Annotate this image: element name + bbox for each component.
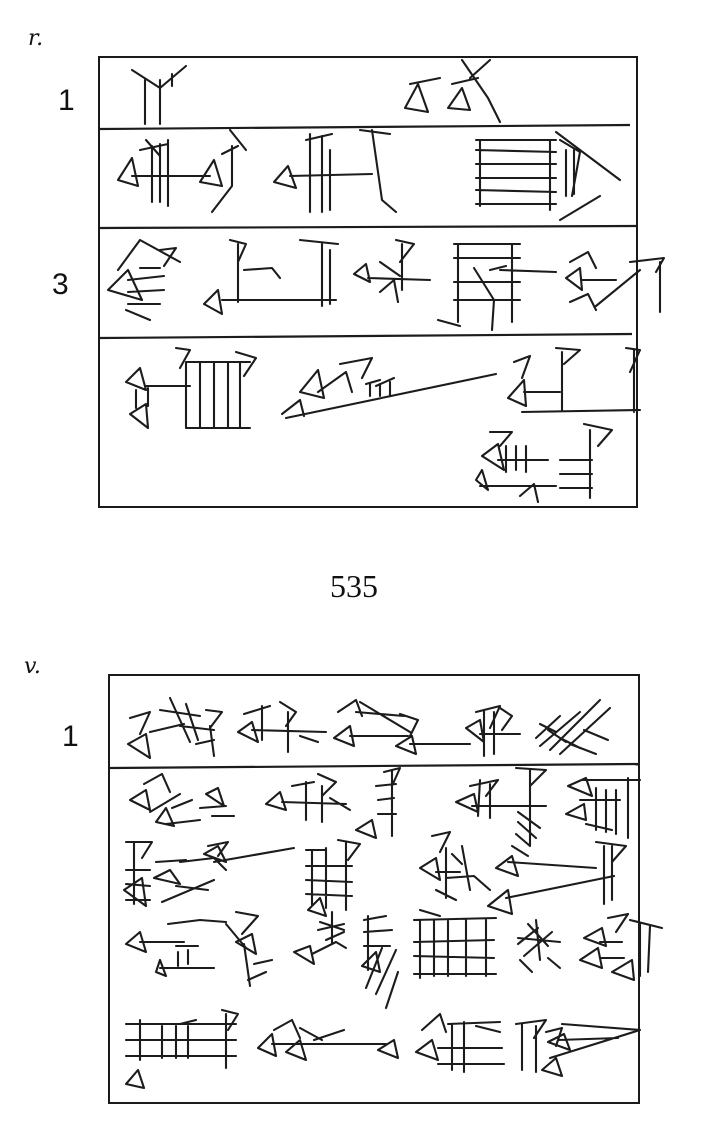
reverse-line-4-signs bbox=[124, 908, 664, 1010]
obverse-line-4-signs bbox=[124, 346, 642, 504]
reverse-line-2-signs bbox=[128, 766, 642, 858]
reverse-side-label: v. bbox=[24, 654, 41, 679]
reverse-line-number-1: 1 bbox=[62, 720, 79, 753]
reverse-rule-1 bbox=[109, 762, 641, 770]
reverse-line-3-signs bbox=[122, 830, 628, 918]
obverse-line-1-signs bbox=[130, 58, 502, 126]
obverse-side-label: r. bbox=[28, 26, 44, 51]
obverse-rule-1 bbox=[99, 123, 631, 131]
reverse-ruling-lines bbox=[109, 762, 641, 770]
obverse-line-2-signs bbox=[116, 128, 622, 222]
obverse-ruling-lines bbox=[99, 123, 637, 340]
obverse-line-number-1: 1 bbox=[58, 84, 75, 117]
obverse-line-3-signs bbox=[106, 238, 666, 332]
reverse-line-5-signs bbox=[124, 1008, 642, 1090]
tablet-number: 535 bbox=[330, 568, 378, 604]
reverse-panel bbox=[108, 674, 640, 1104]
obverse-line-number-3: 3 bbox=[52, 268, 69, 301]
obverse-rule-2 bbox=[99, 224, 637, 230]
reverse-line-1-signs bbox=[126, 696, 612, 760]
obverse-panel bbox=[98, 56, 638, 508]
obverse-rule-3 bbox=[99, 332, 633, 340]
